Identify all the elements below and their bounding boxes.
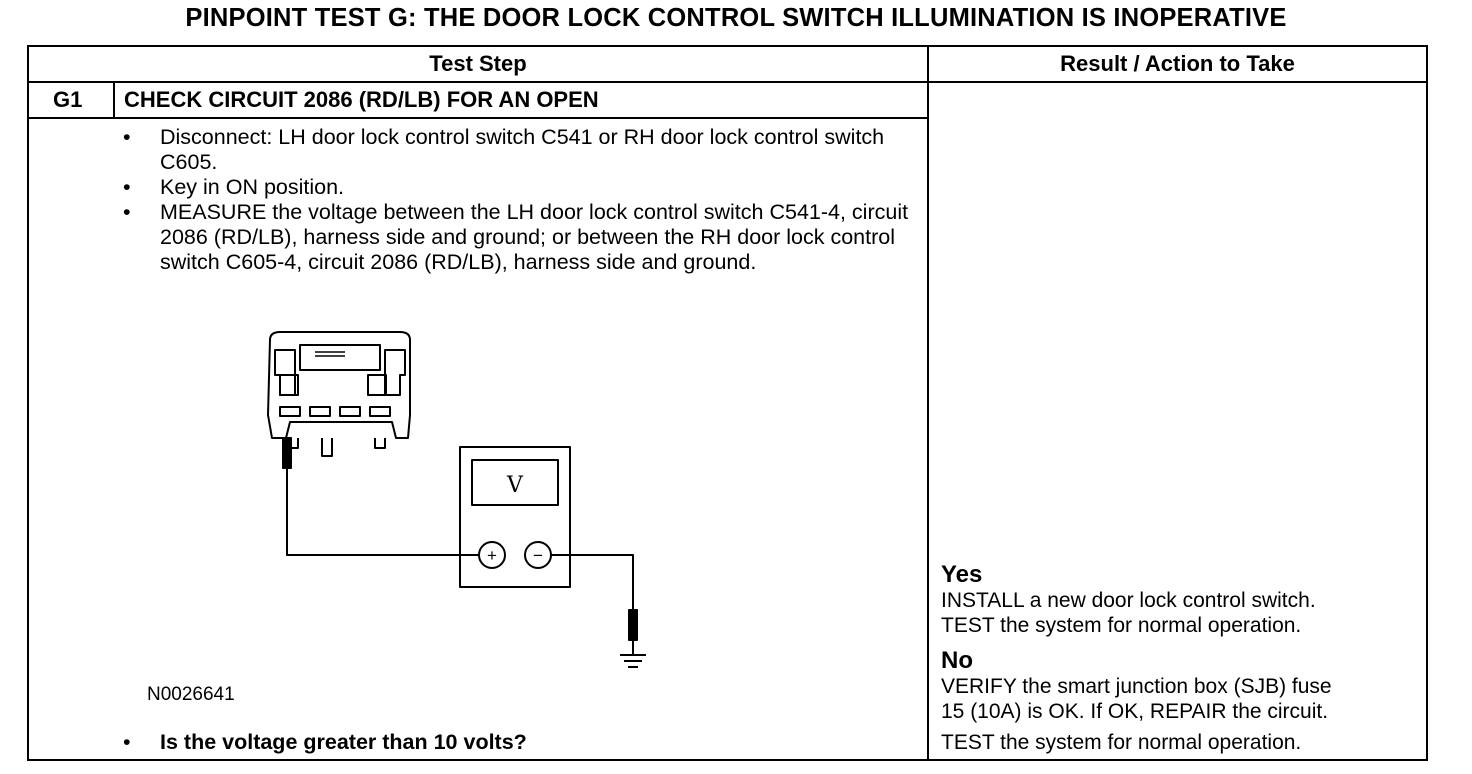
step-title-divider [27, 117, 929, 119]
test-table [27, 45, 1428, 761]
yes-action-line: INSTALL a new door lock control switch. [941, 589, 1316, 612]
instruction-item: MEASURE the voltage between the LH door … [120, 200, 910, 275]
result-yes: Yes INSTALL a new door lock control swit… [941, 561, 1421, 638]
yes-action-line: TEST the system for normal operation. [941, 614, 1302, 637]
step-id-divider [113, 81, 115, 119]
yes-label: Yes [941, 561, 983, 588]
no-action-line: 15 (10A) is OK. If OK, REPAIR the circui… [941, 700, 1329, 723]
voltmeter-display [471, 459, 559, 506]
no-action-line: TEST the system for normal operation. [941, 731, 1302, 754]
step-title: CHECK CIRCUIT 2086 (RD/LB) FOR AN OPEN [124, 87, 599, 112]
pin-slot [339, 406, 361, 417]
header-result-action: Result / Action to Take [1060, 51, 1295, 76]
positive-lead [286, 468, 479, 556]
header-test-step: Test Step [429, 51, 527, 76]
step-id: G1 [53, 87, 83, 112]
meter-label: V [506, 473, 524, 498]
pin-slot [279, 406, 301, 417]
no-label: No [941, 647, 973, 674]
plus-label: + [487, 546, 497, 565]
pin-slot [369, 406, 391, 417]
step-instructions: Disconnect: LH door lock control switch … [120, 125, 910, 275]
connector-outline [267, 331, 411, 439]
connector-latch [299, 344, 381, 371]
pin-slot [309, 406, 331, 417]
no-action-line: VERIFY the smart junction box (SJB) fuse [941, 675, 1332, 698]
figure-id: N0026641 [147, 684, 235, 705]
instruction-item: Disconnect: LH door lock control switch … [120, 125, 910, 175]
step-question: Is the voltage greater than 10 volts? [120, 730, 527, 755]
instruction-item: Key in ON position. [120, 175, 910, 200]
header-divider [27, 81, 1428, 83]
connector-voltmeter-illustration: V + − [267, 331, 646, 668]
column-divider [927, 45, 929, 761]
result-no: No VERIFY the smart junction box (SJB) f… [941, 647, 1421, 755]
voltmeter-diagram: V + − [240, 320, 670, 690]
page-title: PINPOINT TEST G: THE DOOR LOCK CONTROL S… [185, 4, 1287, 32]
probe-tip-positive [282, 437, 292, 469]
voltmeter-body [459, 446, 571, 588]
probe-tip-negative [628, 609, 638, 641]
ground-symbol [620, 640, 646, 668]
negative-lead [551, 554, 634, 610]
minus-label: − [533, 546, 543, 565]
